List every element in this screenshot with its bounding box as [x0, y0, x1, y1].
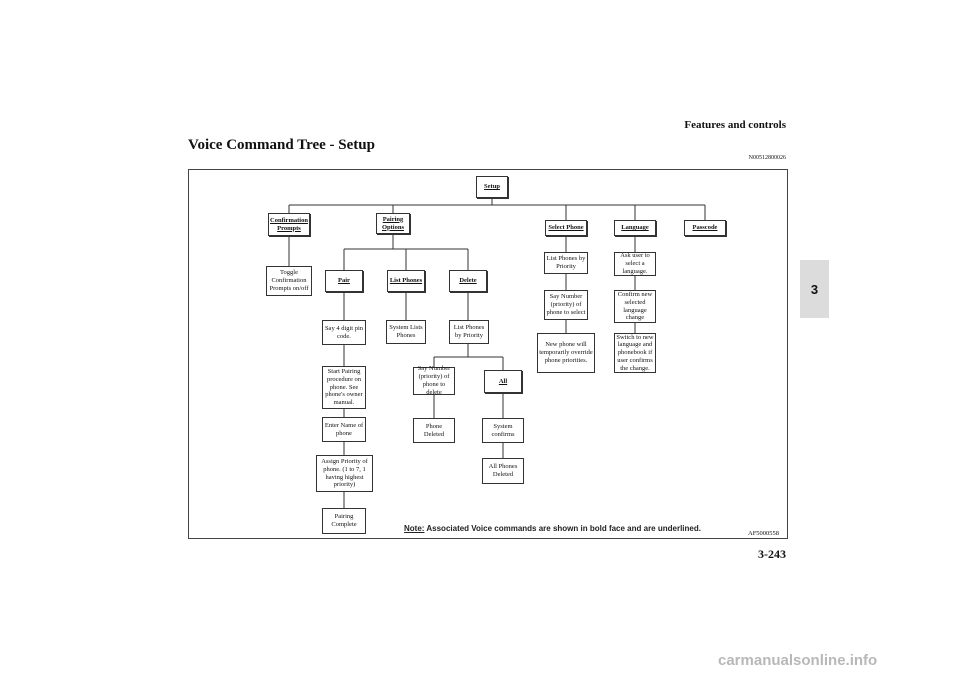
node-ask-user-language: Ask user to select a language. — [614, 252, 656, 276]
node-confirmation-prompts: Confirmation Prompts — [268, 213, 310, 236]
watermark: carmanualsonline.info — [718, 652, 878, 669]
node-start-pairing: Start Pairing procedure on phone. See ph… — [322, 366, 366, 409]
node-passcode: Passcode — [684, 220, 726, 236]
node-say-number-delete: Say Number (priority) of phone to delete — [413, 365, 455, 396]
node-language: Language — [614, 220, 656, 236]
node-system-confirms: System confirms — [482, 418, 524, 443]
node-say-number-select: Say Number (priority) of phone to select — [544, 290, 588, 320]
node-pair: Pair — [325, 270, 363, 292]
section-header: Features and controls — [684, 119, 786, 131]
note-prefix: Note: — [404, 524, 425, 533]
node-setup: Setup — [476, 176, 508, 198]
node-all-phones-deleted: All Phones Deleted — [482, 458, 524, 484]
node-confirm-language: Confirm new selected language change — [614, 290, 656, 323]
node-system-lists-phones: System Lists Phones — [386, 320, 426, 344]
node-enter-name: Enter Name of phone — [322, 417, 366, 442]
page-title: Voice Command Tree - Setup — [188, 137, 375, 153]
node-pairing-options: Pairing Options — [376, 213, 410, 234]
diagram-note: Note: Associated Voice commands are show… — [404, 524, 701, 533]
node-all: All — [484, 370, 522, 393]
node-select-phone: Select Phone — [545, 220, 587, 236]
node-new-phone-override: New phone will temporarily override phon… — [537, 333, 595, 373]
node-list-phones: List Phones — [387, 270, 425, 292]
chapter-tab: 3 — [800, 260, 829, 318]
node-switch-language: Switch to new language and phonebook if … — [614, 333, 656, 373]
note-text: Associated Voice commands are shown in b… — [424, 524, 701, 533]
diagram-frame — [188, 169, 788, 539]
node-list-phones-priority-delete: List Phones by Priority — [449, 320, 489, 344]
figure-id: AF5000558 — [748, 530, 780, 537]
reference-code: N00512800026 — [748, 155, 786, 161]
node-assign-priority: Assign Priority of phone. (1 to 7, 1 hav… — [316, 455, 373, 492]
node-pairing-complete: Pairing Complete — [322, 508, 366, 534]
node-phone-deleted: Phone Deleted — [413, 418, 455, 443]
node-toggle-confirmation: Toggle Confirmation Prompts on/off — [266, 266, 312, 296]
page-number: 3-243 — [758, 547, 786, 561]
node-say-pin: Say 4 digit pin code. — [322, 320, 366, 345]
node-list-phones-priority-select: List Phones by Priority — [544, 252, 588, 274]
node-delete: Delete — [449, 270, 487, 292]
